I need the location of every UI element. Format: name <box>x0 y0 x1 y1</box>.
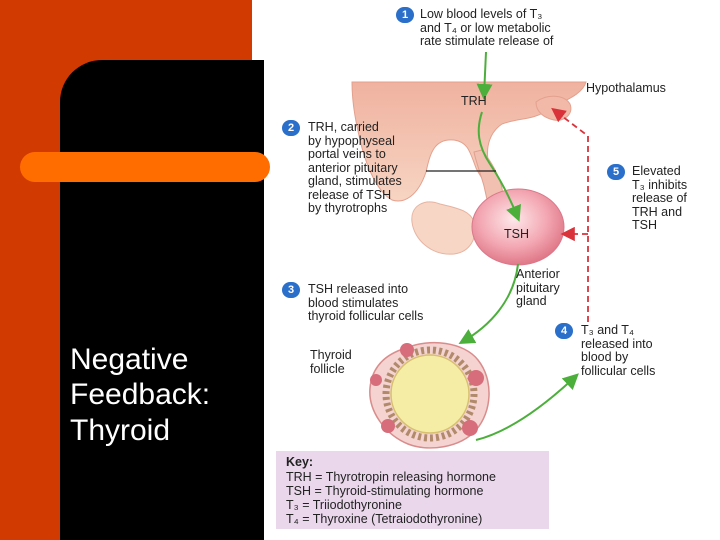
label-line: Anterior <box>516 267 560 281</box>
posterior-pituitary <box>411 201 476 255</box>
step-text-line: by thyrotrophs <box>308 201 388 215</box>
step-1-text: Low blood levels of T₃ and T₄ or low met… <box>420 7 554 49</box>
step-badge: 3 <box>282 282 300 298</box>
step-badge: 5 <box>607 164 625 180</box>
step-text-line: released into <box>581 336 653 351</box>
step-4-text: T₃ and T₄ released into blood by follicu… <box>581 323 656 378</box>
arrow-tsh-to-thyroid <box>458 263 519 344</box>
black-title-panel <box>60 60 264 540</box>
arrow-step1-to-hypothalamus <box>476 51 493 100</box>
slide-title: Negative Feedback: Thyroid <box>70 342 260 448</box>
step-text-line: release of TSH <box>308 187 392 202</box>
step-text-line: TRH, carried <box>308 120 379 134</box>
label-anterior-pituitary: Anterior pituitary gland <box>516 267 560 309</box>
step-text-line: anterior pituitary <box>308 160 398 175</box>
step-text-line: TSH <box>632 218 657 232</box>
arrow-thyroid-to-blood <box>475 373 579 441</box>
step-text-line: release of <box>632 191 687 205</box>
step-text-line: T₃ and T₄ <box>581 323 635 337</box>
slide-title-line: Negative <box>70 343 189 376</box>
step-3-text: TSH released into blood stimulates thyro… <box>308 282 424 324</box>
thyroid-follicle-illustration <box>369 341 490 449</box>
step-text-line: Elevated <box>632 164 681 178</box>
key-title: Key: <box>286 455 314 469</box>
hypothalamus-nub <box>535 95 572 121</box>
step-text-line: blood by <box>581 350 629 364</box>
slide-title-line: Thyroid <box>70 413 171 447</box>
step-text-line: TSH released into <box>308 282 409 296</box>
inhibition-path <box>551 107 589 322</box>
step-text-line: and T₄ or low metabolic <box>420 20 551 35</box>
anatomy-illustration <box>351 51 589 449</box>
thyroid-feedback-diagram: 1 2 3 4 5 Low blood levels of T₃ and T₄ … <box>264 0 720 540</box>
step-badge: 2 <box>282 120 300 136</box>
label-line: follicle <box>310 361 345 376</box>
label-trh: TRH <box>461 94 487 108</box>
step-text-line: rate stimulate release of <box>420 34 554 48</box>
key-box: Key: TRH = Thyrotropin releasing hormone… <box>276 451 549 529</box>
step-badge: 1 <box>396 7 414 23</box>
key-entry: TSH = Thyroid-stimulating hormone <box>286 484 484 498</box>
step-badge: 4 <box>555 323 573 339</box>
label-hypothalamus: Hypothalamus <box>586 81 666 95</box>
step-text-line: by hypophyseal <box>308 133 395 148</box>
step-2-text: TRH, carried by hypophyseal portal veins… <box>308 120 402 216</box>
label-tsh: TSH <box>504 227 529 241</box>
step-text-line: TRH and <box>632 204 683 219</box>
label-line: gland <box>516 294 547 308</box>
step-text-line: T₃ inhibits <box>632 177 688 192</box>
key-entry: TRH = Thyrotropin releasing hormone <box>286 470 496 484</box>
step-5-text: Elevated T₃ inhibits release of TRH and … <box>632 164 688 233</box>
step-text-line: follicular cells <box>581 363 656 378</box>
arrow-trh-to-pituitary <box>477 111 521 222</box>
key-entry: T₄ = Thyroxine (Tetraiodothyronine) <box>286 512 483 526</box>
step-text-line: thyroid follicular cells <box>308 309 424 323</box>
step-text-line: Low blood levels of T₃ <box>420 7 543 21</box>
label-line: Thyroid <box>310 348 352 362</box>
step-text-line: portal veins to <box>308 147 386 161</box>
key-entry: T₃ = Triiodothyronine <box>286 498 402 512</box>
label-thyroid-follicle: Thyroid follicle <box>310 348 352 376</box>
slide-title-line: Feedback: <box>70 378 211 412</box>
step-text-line: gland, stimulates <box>308 174 402 188</box>
orange-accent-bar <box>20 152 270 182</box>
label-line: pituitary <box>516 280 560 295</box>
step-text-line: blood stimulates <box>308 295 399 310</box>
hypothalamus-shape <box>351 81 587 202</box>
